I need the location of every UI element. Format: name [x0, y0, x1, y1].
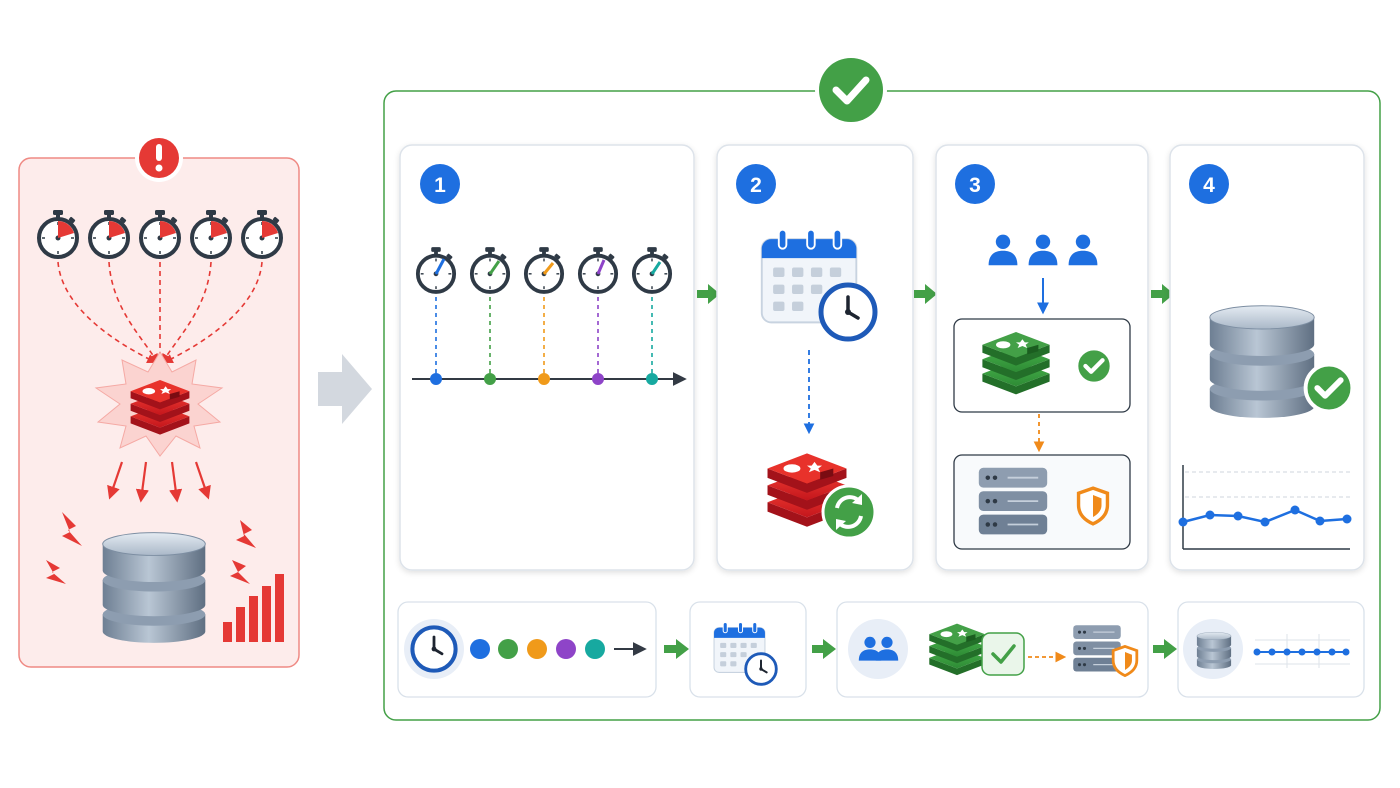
- stopwatch-icon: [88, 209, 130, 259]
- cache-check-icon: [929, 623, 985, 676]
- bar-chart-icon: [223, 574, 284, 642]
- summary-lock: [836, 601, 1149, 698]
- server-icon: [977, 466, 1049, 536]
- step-arrow: [914, 284, 937, 304]
- lightning-icon: [46, 512, 82, 584]
- step-arrow: [812, 639, 836, 659]
- step-number-badge: 1: [420, 164, 460, 204]
- cache-check-box: [953, 318, 1131, 413]
- redis-cache-icon: [130, 380, 190, 435]
- summary-jitter: [397, 601, 657, 698]
- clock-icon: [410, 625, 458, 673]
- lightning-icon: [230, 520, 256, 584]
- green-cache-icon: [982, 332, 1050, 395]
- step-number: 2: [750, 174, 762, 197]
- step-number-badge: 2: [736, 164, 776, 204]
- step-arrow: [1153, 639, 1177, 659]
- converging-arrows: [57, 261, 263, 364]
- step-number: 4: [1203, 174, 1215, 197]
- timeline: [412, 297, 687, 386]
- step-arrow: [1151, 284, 1174, 304]
- transition-arrow: [318, 354, 372, 424]
- down-arrows: [107, 461, 211, 503]
- step-card-4: 4: [1169, 144, 1365, 571]
- shield-icon: [1076, 486, 1110, 526]
- step-number: 1: [434, 174, 446, 197]
- step-arrow: [664, 639, 689, 659]
- step-number-badge: 4: [1189, 164, 1229, 204]
- stable-load-chart: [1178, 465, 1352, 550]
- solution-panel: 1: [383, 54, 1381, 721]
- server-shield-box: [953, 454, 1131, 550]
- step-number-badge: 3: [955, 164, 995, 204]
- check-badge-icon: [1077, 349, 1111, 383]
- database-icon: [102, 532, 206, 644]
- stopwatch-icon: [241, 209, 283, 259]
- summary-strip: [397, 601, 1365, 698]
- problem-panel: [18, 134, 300, 668]
- cache-refresh-icon: [767, 453, 877, 540]
- stopwatch-icon: [37, 209, 79, 259]
- checkmark-icon: [815, 54, 887, 126]
- summary-database: [1177, 601, 1365, 698]
- jittered-timers-icon: [415, 246, 673, 294]
- stopwatch-icon: [139, 209, 181, 259]
- database-icon: [1196, 632, 1232, 670]
- exclamation-icon: [135, 134, 183, 182]
- summary-calendar: [689, 601, 807, 698]
- step-card-2: 2: [716, 144, 914, 571]
- shield-icon: [1111, 645, 1139, 677]
- stopwatch-icon: [190, 209, 232, 259]
- clock-icon: [744, 652, 778, 686]
- step-card-1: 1: [399, 144, 695, 571]
- step-card-3: 3: [935, 144, 1149, 571]
- step-number: 3: [969, 174, 981, 197]
- step-arrow: [697, 284, 720, 304]
